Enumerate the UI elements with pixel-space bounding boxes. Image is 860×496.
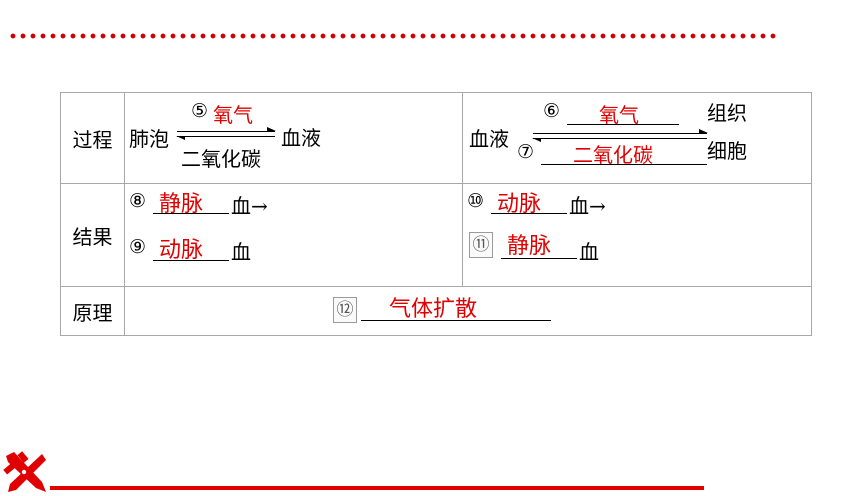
cells-text: 细胞 [707, 139, 747, 163]
table-row-process: 过程 肺泡 ⑤ 氧气 血液 二氧化碳 血液 ⑥ 氧气 ⑦ 二氧化碳 [60, 92, 812, 184]
blank-number: ⑨ [129, 236, 147, 258]
answer-oxygen: 氧气 [213, 103, 253, 127]
answer-underline [541, 164, 707, 165]
blood-arrow-text: 血→ [231, 194, 268, 218]
answer-arterial: 动脉 [497, 192, 542, 217]
principle-cell: ⑫ 气体扩散 [124, 286, 812, 336]
bottom-divider [50, 486, 704, 490]
answer-underline [361, 320, 551, 321]
blank-number: ⑩ [467, 190, 485, 212]
answer-co2: 二氧化碳 [573, 143, 653, 167]
blood-arrow-text: 血→ [569, 194, 606, 218]
table-row-principle: 原理 ⑫ 气体扩散 [60, 286, 812, 336]
tissue-text: 组织 [707, 101, 747, 125]
arrow-left [532, 138, 707, 142]
alveoli-text: 肺泡 [129, 127, 169, 151]
arrow-right [177, 127, 276, 132]
arrow-right [533, 129, 708, 134]
process-tissue-cell: 血液 ⑥ 氧气 ⑦ 二氧化碳 组织 细胞 [462, 92, 812, 184]
answer-venous: 静脉 [507, 234, 552, 259]
respiration-table: 过程 肺泡 ⑤ 氧气 血液 二氧化碳 血液 ⑥ 氧气 ⑦ 二氧化碳 [60, 92, 812, 336]
answer-venous: 静脉 [159, 192, 204, 217]
answer-underline [153, 213, 229, 214]
blood-text: 血 [579, 240, 599, 264]
arrow-left [176, 136, 275, 140]
blank-number-box: ⑫ [333, 297, 357, 323]
row-label-result: 结果 [60, 183, 125, 287]
blank-number: ⑤ [191, 100, 209, 122]
blank-number: ⑧ [129, 190, 147, 212]
co2-text: 二氧化碳 [181, 147, 261, 171]
blank-number: ⑥ [543, 100, 561, 122]
row-label-process: 过程 [60, 92, 125, 184]
row-label-principle: 原理 [60, 286, 125, 336]
answer-oxygen: 氧气 [599, 103, 639, 127]
blood-text: 血液 [281, 126, 321, 150]
blood-text: 血 [231, 240, 251, 264]
crossed-tools-icon [3, 451, 46, 492]
answer-underline [567, 124, 679, 125]
answer-underline [153, 260, 229, 261]
answer-arterial: 动脉 [159, 238, 204, 263]
blood-text: 血液 [469, 127, 509, 151]
process-lung-cell: 肺泡 ⑤ 氧气 血液 二氧化碳 [124, 92, 463, 184]
answer-underline [491, 213, 567, 214]
result-lung-cell: ⑧ 静脉 血→ ⑨ 动脉 血 [124, 183, 463, 287]
result-tissue-cell: ⑩ 动脉 血→ ⑪ 静脉 血 [462, 183, 812, 287]
blank-number: ⑦ [517, 141, 535, 163]
answer-underline [501, 258, 577, 259]
table-row-result: 结果 ⑧ 静脉 血→ ⑨ 动脉 血 ⑩ 动脉 血→ ⑪ 静脉 血 [60, 183, 812, 287]
dotted-divider [8, 32, 780, 40]
blank-number-box: ⑪ [469, 232, 493, 258]
answer-diffusion: 气体扩散 [389, 297, 478, 322]
